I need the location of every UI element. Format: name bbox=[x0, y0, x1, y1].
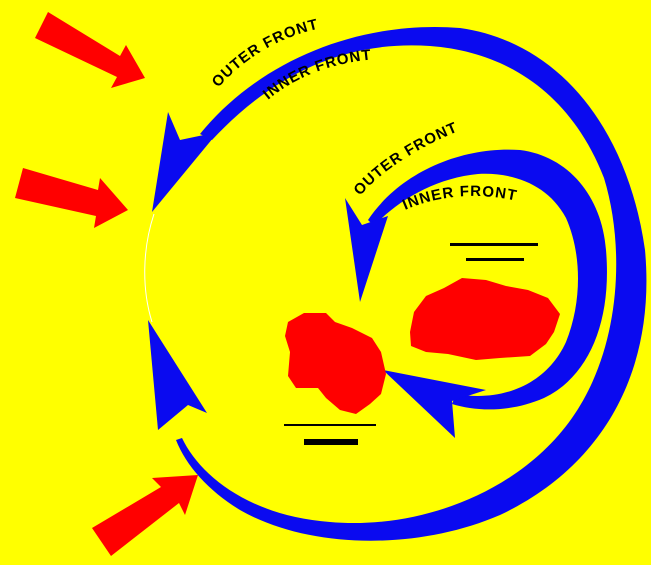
outer-front-arrow-large bbox=[176, 27, 646, 541]
right-marker-line-upper bbox=[450, 243, 538, 246]
right-blob bbox=[410, 278, 560, 360]
left-marker-line-upper bbox=[284, 424, 376, 426]
red-arrow-icon bbox=[35, 12, 145, 88]
red-arrows bbox=[15, 12, 198, 556]
left-marker-line-lower bbox=[304, 439, 358, 445]
left-blob bbox=[285, 313, 386, 414]
rim-outline bbox=[145, 214, 154, 322]
outer-front-arrowhead-bottom bbox=[148, 320, 207, 430]
red-arrow-icon bbox=[92, 475, 198, 556]
right-marker-line-lower bbox=[466, 258, 524, 261]
red-arrow-icon bbox=[15, 168, 128, 228]
